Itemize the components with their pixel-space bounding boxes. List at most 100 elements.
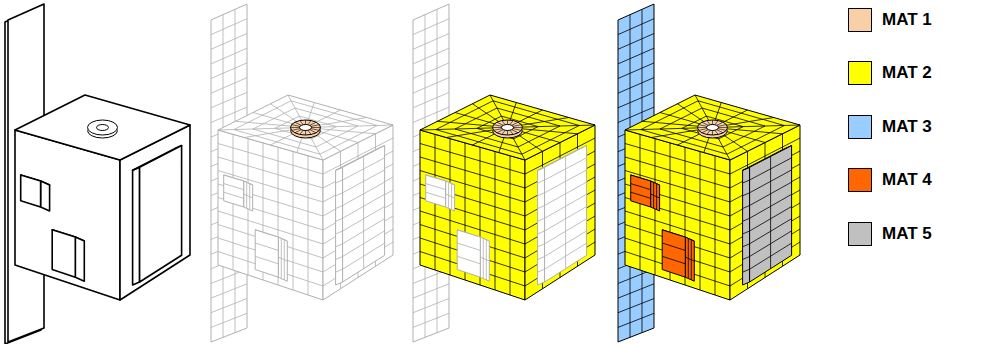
mesh-line <box>743 180 750 183</box>
mesh-line <box>413 48 449 64</box>
mesh-line <box>455 113 499 126</box>
legend-row: MAT 3 <box>848 115 988 141</box>
mesh-line <box>305 131 306 136</box>
mesh-line <box>312 127 321 128</box>
mesh-line <box>446 129 497 137</box>
mesh-line <box>483 238 484 278</box>
mesh-line <box>343 194 385 218</box>
mesh-line <box>625 144 730 175</box>
mesh-line <box>545 231 587 257</box>
mesh-line <box>246 182 247 208</box>
mesh-line <box>336 206 343 209</box>
mesh-line <box>494 129 502 131</box>
mesh-line <box>545 243 587 269</box>
mesh-line <box>292 129 300 131</box>
equipment-box <box>446 181 455 211</box>
equipment-box <box>480 237 489 281</box>
mesh-line <box>420 144 525 175</box>
side-panel <box>743 167 750 285</box>
mesh-ring <box>436 101 580 154</box>
mesh-line <box>343 207 385 232</box>
mesh-line <box>702 130 708 133</box>
mesh-line <box>451 184 452 210</box>
mesh-line <box>510 121 513 125</box>
mesh-line <box>699 129 707 131</box>
mesh-line <box>517 118 569 126</box>
mesh-line <box>512 130 518 133</box>
mesh-line <box>718 125 726 127</box>
mesh-line <box>305 120 306 125</box>
mesh-line <box>343 219 385 244</box>
mesh-line <box>336 180 343 183</box>
mesh-line <box>545 170 587 193</box>
legend-swatch <box>848 61 872 85</box>
mesh-line <box>413 78 449 94</box>
mesh-line <box>715 130 718 134</box>
mesh-line <box>750 243 792 269</box>
mesh-line <box>538 193 545 196</box>
mesh-line <box>278 257 287 261</box>
mesh-line <box>712 120 713 125</box>
mesh-line <box>618 284 654 298</box>
mesh-line <box>310 122 316 125</box>
mesh-line <box>512 122 518 125</box>
mesh-line <box>473 104 502 124</box>
mesh-line <box>211 63 247 79</box>
equipment-box <box>685 237 694 281</box>
legend-swatch <box>848 222 872 246</box>
mesh-line <box>413 19 449 35</box>
mesh-line <box>244 194 253 198</box>
mesh-line <box>211 19 247 35</box>
mesh-line <box>308 121 311 125</box>
mesh-line <box>719 127 728 128</box>
mesh-line <box>707 121 710 125</box>
mesh-line <box>413 63 449 79</box>
mesh-line <box>618 313 654 327</box>
mesh-line <box>545 219 587 244</box>
mesh-line <box>507 131 508 136</box>
equipment-box <box>52 230 75 277</box>
mesh-line <box>743 244 750 247</box>
mesh-line <box>300 130 303 134</box>
mesh-line <box>502 121 505 125</box>
mesh-line <box>413 299 449 313</box>
legend-label: MAT 3 <box>882 117 932 137</box>
mesh-line <box>224 192 244 198</box>
mesh-line <box>413 284 449 298</box>
mesh-line <box>300 121 303 125</box>
mesh-line <box>750 182 792 205</box>
legend-row: MAT 1 <box>848 8 988 34</box>
mesh-ring <box>253 108 358 147</box>
mesh-line <box>211 313 247 327</box>
mesh-line <box>712 131 713 136</box>
mesh-line <box>625 128 699 130</box>
mesh-line <box>685 257 694 261</box>
legend-row: MAT 2 <box>848 61 988 87</box>
mesh-line <box>743 269 750 272</box>
mesh-line <box>310 130 316 133</box>
equipment-box <box>255 230 278 277</box>
mesh-line <box>363 156 364 268</box>
mesh-line <box>336 218 343 221</box>
mesh-line <box>699 125 707 127</box>
mesh-line <box>750 170 792 193</box>
mesh-line <box>308 130 311 134</box>
mesh-line <box>715 121 718 125</box>
mesh-line <box>660 113 704 126</box>
legend-label: MAT 2 <box>882 63 932 83</box>
legend-label: MAT 4 <box>882 170 932 190</box>
mesh-line <box>497 122 503 125</box>
mesh-line <box>255 243 278 250</box>
mesh-line <box>507 120 508 125</box>
equipment-box <box>244 181 253 211</box>
equipment-box <box>631 175 651 207</box>
mesh-line <box>295 122 301 125</box>
mesh-line <box>695 95 710 122</box>
satellite-figure <box>413 4 595 342</box>
mesh-line <box>336 257 343 260</box>
satellite-figure <box>618 4 800 342</box>
mesh-line <box>218 128 292 130</box>
legend-row: MAT 4 <box>848 168 988 194</box>
mesh-line <box>343 243 385 269</box>
side-panel <box>538 167 545 285</box>
